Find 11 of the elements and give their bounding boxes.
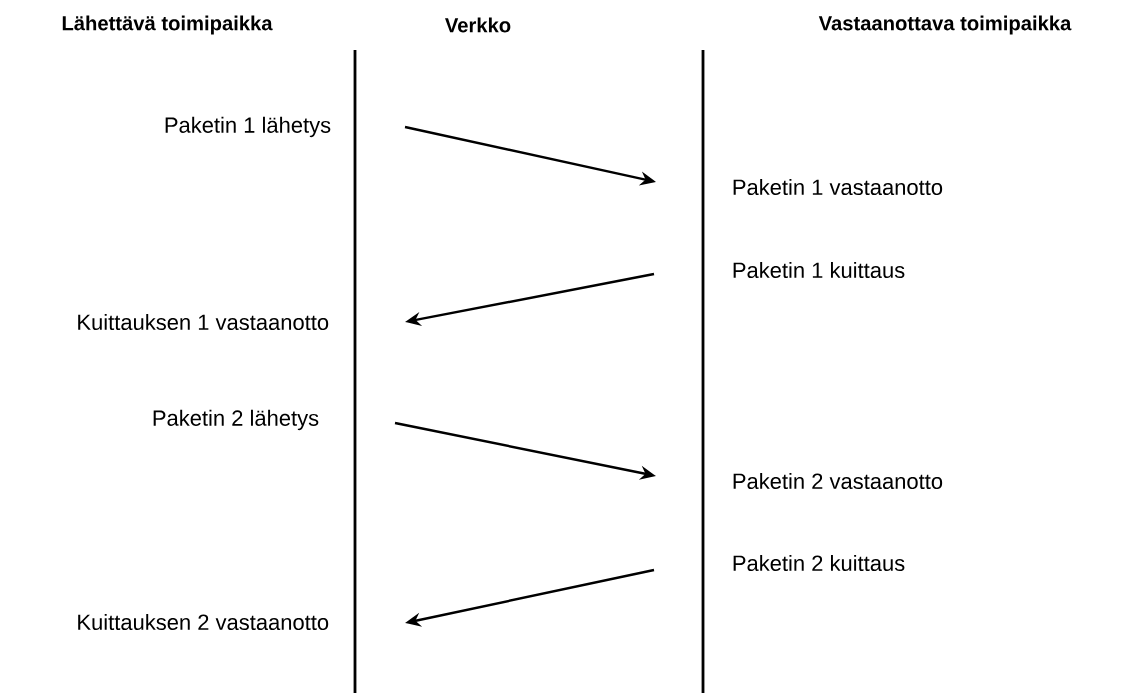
event-label: Paketin 1 kuittaus [733, 261, 905, 279]
event-label: Paketin 2 kuittaus [733, 554, 905, 572]
column-heading: Lähettävä toimipaikka [62, 15, 273, 35]
event-label: Kuittauksen 1 vastaanotto [78, 313, 329, 331]
column-heading: Verkko [445, 17, 511, 33]
event-label: Paketin 2 lähetys [153, 409, 319, 431]
event-label: Paketin 2 vastaanotto [733, 472, 943, 490]
column-heading: Vastaanottava toimipaikka [818, 15, 1072, 35]
event-label: Kuittauksen 2 vastaanotto [78, 613, 329, 631]
event-label: Paketin 1 vastaanotto [733, 178, 943, 196]
event-label: Paketin 1 lähetys [165, 116, 331, 138]
